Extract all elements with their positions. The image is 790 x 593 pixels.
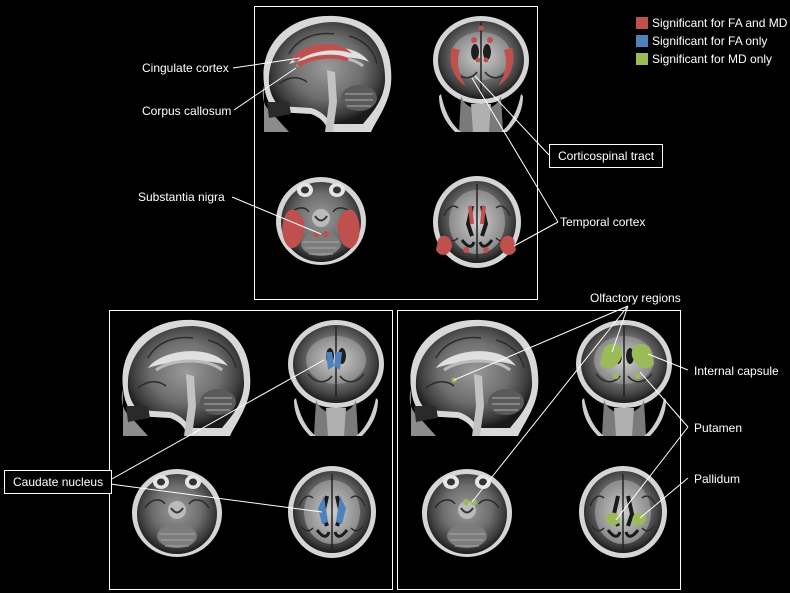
legend-label-fa-md: Significant for FA and MD [652,16,788,30]
label-substantia-nigra: Substantia nigra [138,190,225,204]
mri-coronal-top [432,15,530,133]
mri-axial-lower-br [421,468,513,558]
overlay-fa-only [318,352,346,524]
label-internal-capsule: Internal capsule [694,364,779,378]
label-cingulate-cortex: Cingulate cortex [142,61,229,75]
mri-coronal-br [575,319,673,437]
label-corticospinal-tract: Corticospinal tract [549,144,664,168]
label-caudate-nucleus: Caudate nucleus [4,470,113,494]
overlay-md-only [451,343,654,526]
legend-label-fa-only: Significant for FA only [652,34,768,48]
label-temporal-cortex: Temporal cortex [560,215,646,229]
label-olfactory-regions: Olfactory regions [590,291,681,305]
mri-sagittal-bl [120,318,252,438]
legend: Significant for FA and MD Significant fo… [636,14,787,68]
legend-item-fa-md: Significant for FA and MD [636,14,787,32]
legend-swatch-fa-only [636,35,648,47]
mri-sagittal-br [408,318,540,438]
legend-item-md-only: Significant for MD only [636,50,787,68]
panel-bottom-right [397,310,681,590]
legend-item-fa-only: Significant for FA only [636,32,787,50]
mri-axial-upper-bl [286,464,378,560]
panel-top [254,6,538,300]
label-corpus-callosum: Corpus callosum [142,104,232,118]
leader-lines [109,57,689,521]
legend-swatch-fa-md [636,17,648,29]
mri-axial-lower-bl [131,468,223,558]
overlay-fa-md [282,25,516,255]
label-pallidum: Pallidum [694,472,741,486]
panel-bottom-left [109,310,393,590]
mri-coronal-bl [287,319,385,437]
mri-axial-upper-br [577,464,669,560]
legend-label-md-only: Significant for MD only [652,52,773,66]
mri-sagittal-top [261,14,393,134]
label-putamen: Putamen [694,421,743,435]
legend-swatch-md-only [636,53,648,65]
